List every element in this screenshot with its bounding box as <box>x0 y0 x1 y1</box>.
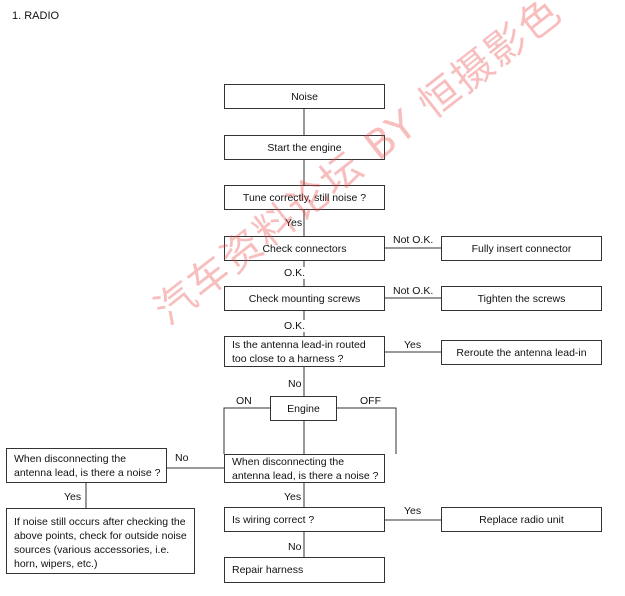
label-ok-screws: O.K. <box>283 320 307 332</box>
start-engine-box: Start the engine <box>224 135 385 160</box>
label-yes-antenna: Yes <box>403 339 423 351</box>
label-yes-left: Yes <box>63 491 83 503</box>
label-no-wiring: No <box>287 541 303 553</box>
engine-box: Engine <box>270 396 337 421</box>
antenna-routed-box: Is the antenna lead-in routed too close … <box>224 336 385 367</box>
label-yes-tune: Yes <box>284 217 304 229</box>
tighten-box: Tighten the screws <box>441 286 602 311</box>
noise-box: Noise <box>224 84 385 109</box>
disconnect-left-box: When disconnecting the antenna lead, is … <box>6 448 167 483</box>
label-engine-off: OFF <box>359 395 382 407</box>
page-title: 1. RADIO <box>12 10 60 22</box>
wiring-box: Is wiring correct ? <box>224 507 385 532</box>
label-engine-on: ON <box>235 395 253 407</box>
label-not-ok-connectors: Not O.K. <box>392 234 435 246</box>
label-not-ok-screws: Not O.K. <box>392 285 435 297</box>
check-connectors-box: Check connectors <box>224 236 385 261</box>
tune-box: Tune correctly, still noise ? <box>224 185 385 210</box>
reroute-box: Reroute the antenna lead-in <box>441 340 602 365</box>
repair-harness-box: Repair harness <box>224 557 385 583</box>
label-no-disconnect: No <box>174 452 190 464</box>
label-yes-wiring: Yes <box>403 505 423 517</box>
label-no-antenna: No <box>287 378 303 390</box>
fully-insert-box: Fully insert connector <box>441 236 602 261</box>
outside-noise-box: If noise still occurs after checking the… <box>6 508 195 574</box>
replace-radio-box: Replace radio unit <box>441 507 602 532</box>
label-ok-connectors: O.K. <box>283 267 307 279</box>
disconnect-center-box: When disconnecting the antenna lead, is … <box>224 454 385 483</box>
label-yes-disconnect: Yes <box>283 491 303 503</box>
check-screws-box: Check mounting screws <box>224 286 385 311</box>
